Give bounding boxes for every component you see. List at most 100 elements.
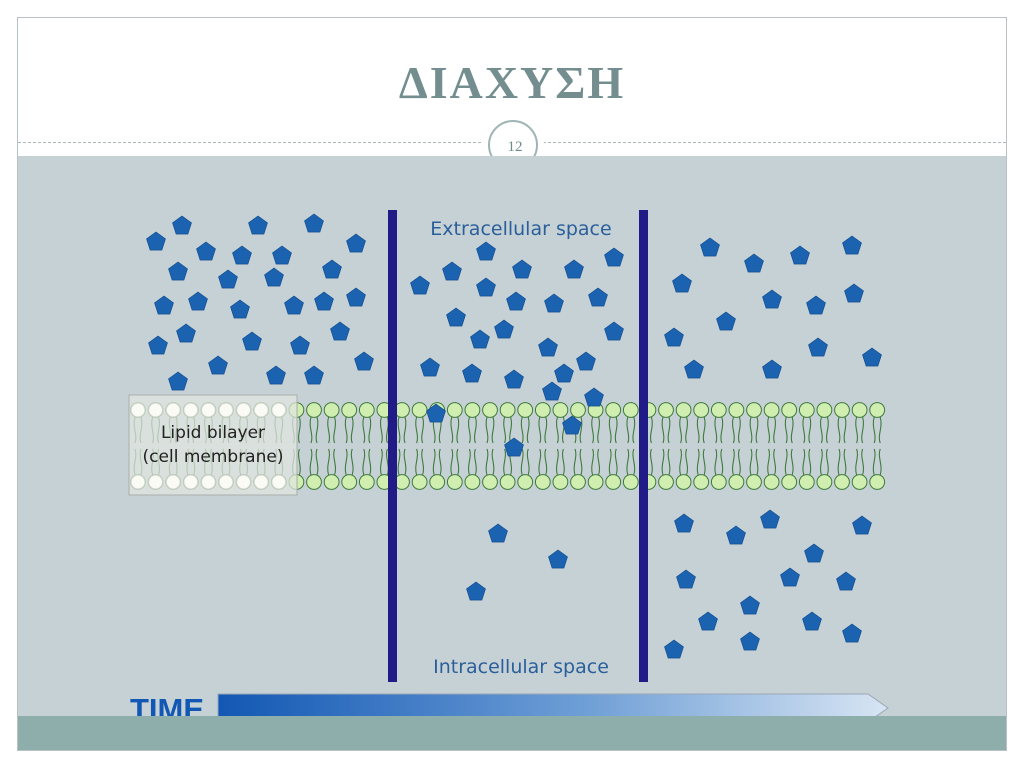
lipid-tail [520, 448, 530, 476]
lipid-tail [767, 416, 776, 444]
lipid-tail [344, 448, 354, 476]
slide: ΔΙΑΧΥΣΗ 12 Lipid bilayer (cell membrane) [17, 17, 1007, 751]
lipid-head [798, 474, 815, 490]
lipid-head [499, 474, 516, 490]
time-label: TIME [130, 692, 204, 716]
stage-divider-2 [639, 210, 648, 682]
molecule [664, 639, 684, 659]
diffusion-diagram-svg: Lipid bilayer (cell membrane) Extracellu… [128, 210, 889, 716]
lipid-tail [485, 448, 495, 476]
lipid-head [446, 402, 463, 418]
molecule [512, 259, 532, 279]
lipid-tail [749, 416, 759, 444]
molecule [740, 595, 760, 615]
molecule [762, 289, 782, 309]
lipid-tail [450, 448, 460, 476]
lipid-tail [608, 416, 618, 444]
molecule [780, 567, 800, 587]
lipid-tail [872, 448, 882, 476]
molecule [488, 523, 508, 543]
molecules [146, 213, 882, 659]
lipid-head [482, 402, 498, 418]
molecule [304, 365, 324, 385]
molecule [726, 525, 746, 545]
lipid-head-faded [165, 402, 181, 418]
lipid-head [869, 474, 886, 490]
lipid-head [429, 474, 446, 490]
lipid-head [851, 402, 868, 418]
lipid-head [816, 474, 833, 490]
lipid-head [728, 402, 745, 418]
lipid-head-faded [271, 474, 286, 490]
lipid-head [323, 474, 340, 490]
lipid-head [746, 474, 762, 490]
lipid-head-faded [201, 474, 216, 490]
lipid-head [798, 402, 815, 418]
lipid-head [464, 402, 481, 418]
molecule [264, 267, 284, 287]
molecule [504, 369, 524, 389]
molecule [322, 259, 342, 279]
lipid-head-faded [236, 402, 251, 418]
lipid-tail [696, 416, 706, 444]
molecule [284, 295, 304, 315]
extracellular-label: Extracellular space [430, 218, 611, 240]
time-arrow [217, 693, 889, 716]
molecule [836, 571, 856, 591]
molecule [188, 291, 208, 311]
lipid-head-faded [271, 402, 286, 418]
molecule [146, 231, 166, 251]
membrane-label-heads [130, 402, 286, 490]
lipid-tail [415, 448, 424, 476]
lipid-tail [556, 416, 565, 444]
molecule [420, 357, 440, 377]
molecule [218, 269, 238, 289]
molecule [716, 311, 736, 331]
lipid-head [658, 474, 674, 490]
molecule [230, 299, 250, 319]
lipid-tail [591, 416, 600, 444]
lipid-head [728, 474, 745, 490]
lipid-tail [749, 448, 759, 476]
lipid-head [341, 402, 358, 418]
lipid-head-faded [236, 474, 251, 490]
lipid-tail [837, 416, 847, 444]
lipid-tail [362, 416, 372, 444]
lipid-head [358, 474, 375, 490]
lipid-tail [468, 416, 477, 444]
molecule [172, 215, 192, 235]
molecule [744, 253, 764, 273]
lipid-head [534, 474, 551, 490]
lipid-head [605, 474, 622, 490]
lipid-tail [714, 416, 724, 444]
lipid-tail [397, 416, 407, 444]
lipid-head-faded [253, 474, 269, 490]
molecule [462, 363, 482, 383]
lipid-head [570, 474, 586, 490]
lipid-head [693, 402, 710, 418]
lipid-head [464, 474, 481, 490]
lipid-head [446, 474, 463, 490]
molecule [476, 277, 496, 297]
lipid-head [411, 402, 428, 418]
molecule [676, 569, 696, 589]
footer-band [18, 716, 1006, 750]
lipid-tail [538, 416, 548, 444]
lipid-tail [802, 416, 812, 444]
lipid-tail [626, 416, 636, 444]
lipid-head-faded [165, 474, 181, 490]
molecule [700, 237, 720, 257]
molecule [564, 259, 584, 279]
stage-divider-1 [388, 210, 397, 682]
lipid-tail [608, 448, 618, 476]
molecule [604, 321, 624, 341]
molecule [698, 611, 718, 631]
lipid-head [675, 474, 692, 490]
molecule [346, 233, 366, 253]
lipid-tail [397, 448, 407, 476]
lipid-head-faded [218, 474, 234, 490]
lipid-tail [784, 448, 794, 476]
lipid-tail [309, 448, 319, 476]
lipid-head [851, 474, 868, 490]
lipid-tail [679, 416, 688, 444]
